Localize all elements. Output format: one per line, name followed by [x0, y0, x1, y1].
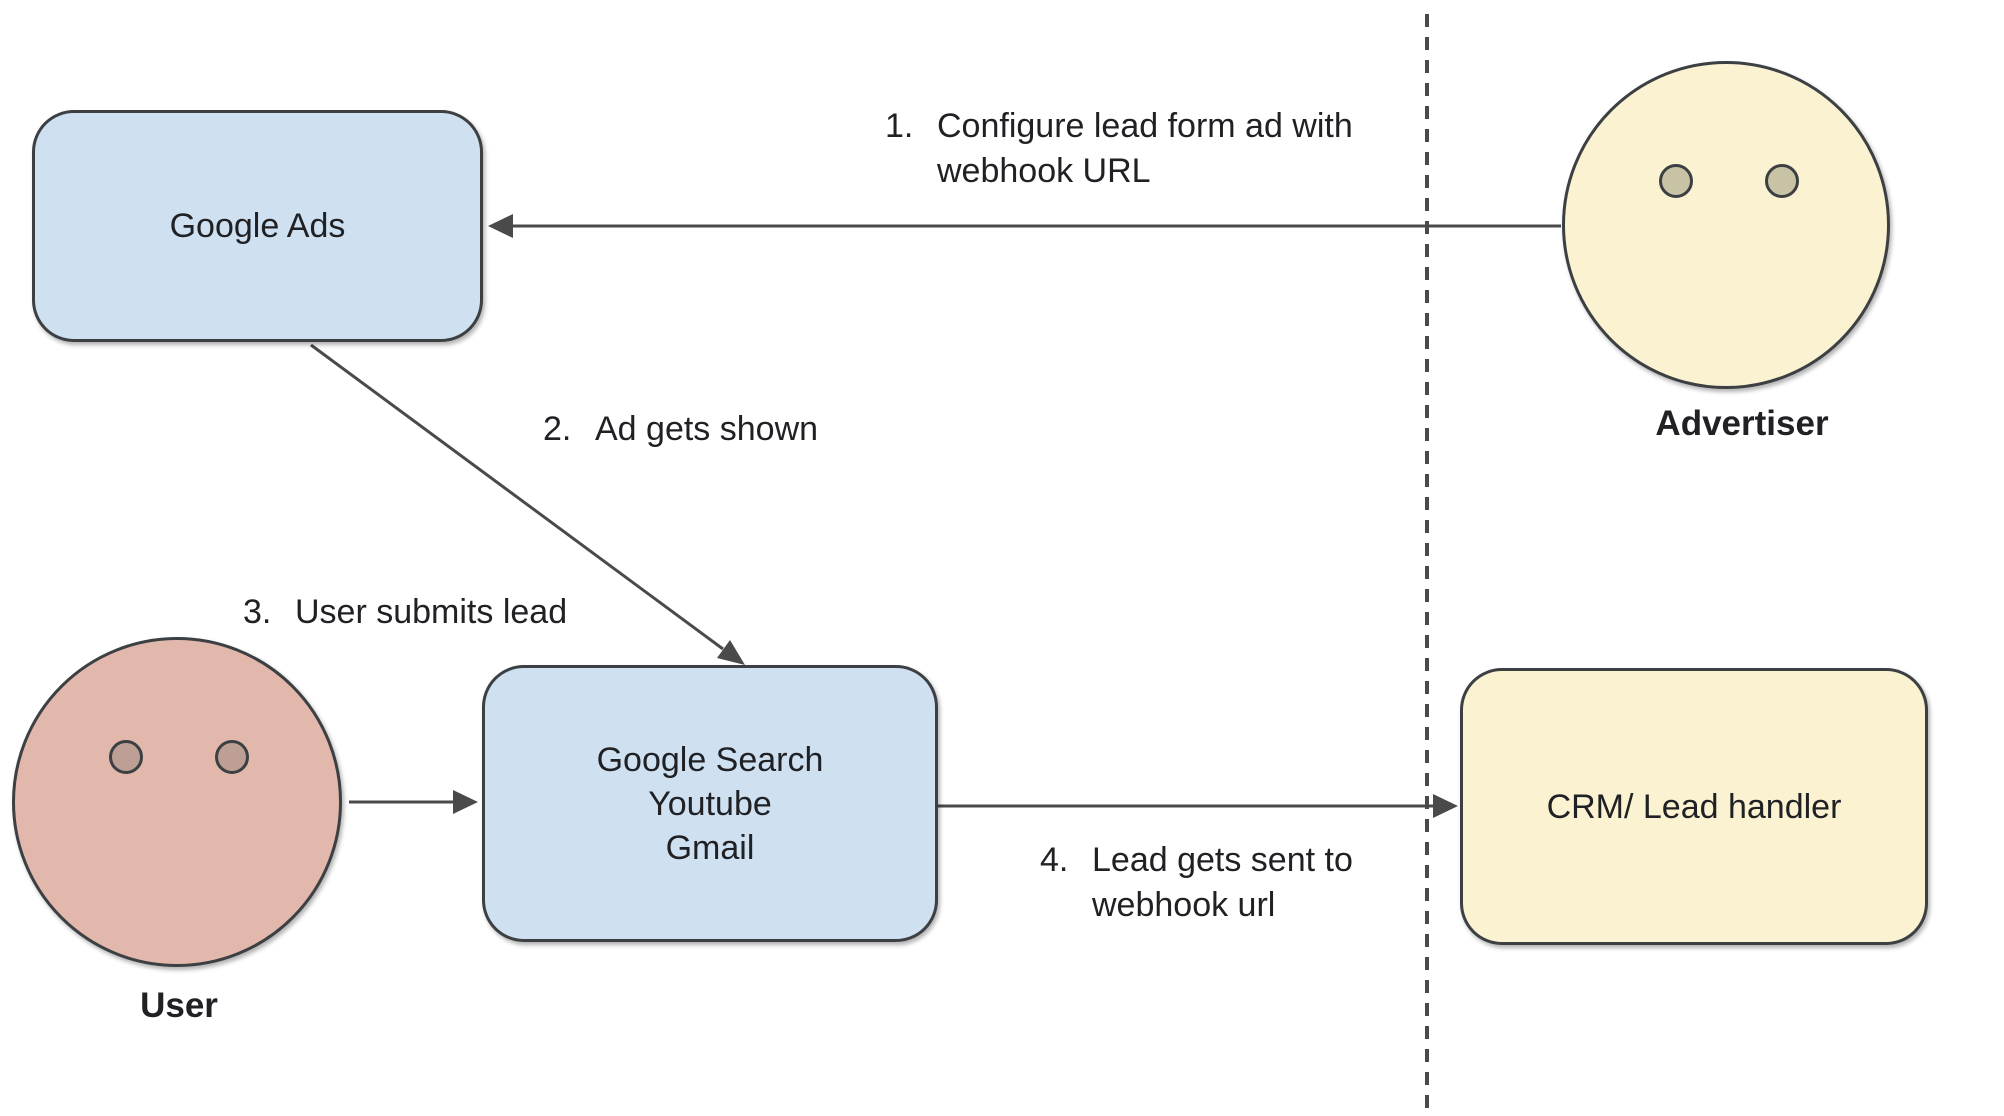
user-left-eye-icon	[109, 740, 143, 774]
step1-annotation: 1. Configure lead form ad with webhook U…	[885, 107, 1353, 190]
node-google-ads: Google Ads	[32, 110, 483, 342]
advertiser-right-eye-icon	[1765, 164, 1799, 198]
node-crm-label: CRM/ Lead handler	[1546, 787, 1842, 826]
advertiser-face-icon	[1562, 61, 1890, 389]
step3-annotation: 3. User submits lead	[243, 593, 568, 631]
node-google-surfaces-label: Google Search Youtube Gmail	[596, 740, 824, 867]
node-crm-lead-handler: CRM/ Lead handler	[1460, 668, 1928, 945]
advertiser-label: Advertiser	[1655, 404, 1829, 443]
node-google-surfaces: Google Search Youtube Gmail	[482, 665, 938, 942]
user-face-icon	[12, 637, 342, 967]
user-right-eye-icon	[215, 740, 249, 774]
user-label: User	[140, 986, 218, 1025]
advertiser-left-eye-icon	[1659, 164, 1693, 198]
step2-annotation: 2. Ad gets shown	[543, 410, 819, 448]
arrow-step3-submit-lead	[349, 790, 478, 814]
node-google-ads-label: Google Ads	[169, 207, 346, 245]
step4-annotation: 4. Lead gets sent to webhook url	[1040, 841, 1353, 924]
arrow-step1-configure	[488, 214, 1561, 238]
arrow-step4-lead-sent	[938, 794, 1458, 818]
arrow-step2-ad-shown	[310, 343, 745, 665]
